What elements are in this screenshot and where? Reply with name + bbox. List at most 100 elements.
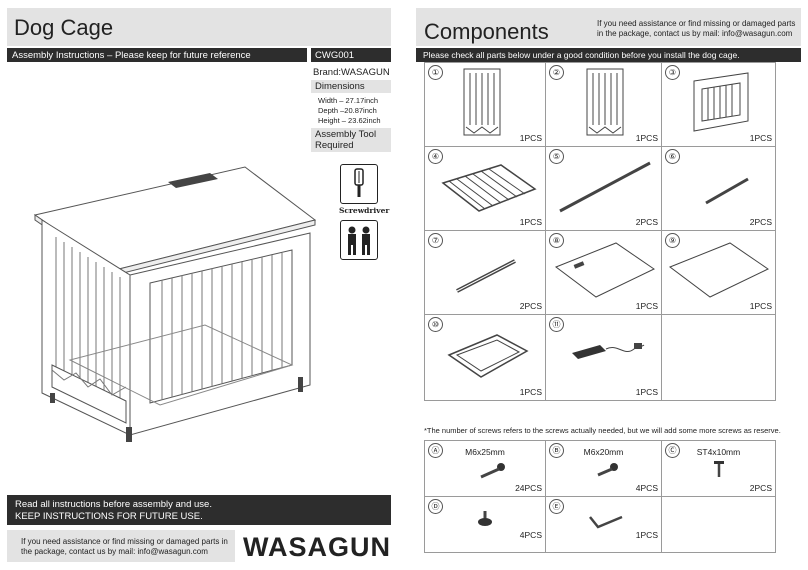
right-title-bar: Components If you need assistance or fin… <box>416 8 801 46</box>
power-strip-icon <box>572 343 645 359</box>
screw-name: ST4x10mm <box>696 447 741 457</box>
back-panel-icon <box>693 72 749 132</box>
part-cell: ④ 1PCS <box>425 147 546 231</box>
part-number: ① <box>428 65 443 80</box>
part-cell: ③ 1PCS <box>662 63 776 147</box>
allen-key-icon <box>589 515 623 529</box>
screw-small-icon <box>714 461 724 477</box>
screw-letter: Ⓑ <box>549 443 564 458</box>
part-qty: 2PCS <box>749 217 772 227</box>
notice-line-2: KEEP INSTRUCTIONS FOR FUTURE USE. <box>15 511 203 522</box>
left-assist-text: If you need assistance or find missing o… <box>21 537 228 556</box>
part-number: ③ <box>665 65 680 80</box>
screwdriver-box <box>340 164 378 204</box>
check-parts-bar: Please check all parts below under a goo… <box>416 48 801 62</box>
left-assist-box: If you need assistance or find missing o… <box>7 530 235 562</box>
dimensions-header: Dimensions <box>311 80 391 93</box>
side-panel-right-icon <box>586 68 624 136</box>
side-panel-left-icon <box>463 68 501 136</box>
screw-qty: 1PCS <box>635 530 658 540</box>
parts-grid: ① 1PCS ② 1PCS ③ 1PCS ④ 1PCS <box>424 62 776 401</box>
part-number: ⑨ <box>665 233 680 248</box>
screwdriver-label: Screwdriver <box>339 206 390 215</box>
screw-letter: Ⓐ <box>428 443 443 458</box>
part-qty: 1PCS <box>749 301 772 311</box>
part-qty: 1PCS <box>749 133 772 143</box>
page-title: Dog Cage <box>14 15 114 40</box>
screw-cell: Ⓔ 1PCS <box>546 497 662 553</box>
tray-icon <box>447 334 529 378</box>
screw-letter: Ⓓ <box>428 499 443 514</box>
part-number: ⑦ <box>428 233 443 248</box>
part-number: ⑤ <box>549 149 564 164</box>
part-number: ⑥ <box>665 149 680 164</box>
screw-long-icon <box>480 463 505 479</box>
part-number: ④ <box>428 149 443 164</box>
tool-header-text: Assembly Tool Required <box>315 129 377 151</box>
brand-logo: WASAGUN <box>243 532 391 562</box>
part-number: ⑪ <box>549 317 564 332</box>
bar-icon <box>456 259 516 293</box>
part-cell: ⑪ 1PCS <box>546 315 662 401</box>
screw-letter: Ⓔ <box>549 499 564 514</box>
empty-cell <box>662 497 776 553</box>
part-cell: ① 1PCS <box>425 63 546 147</box>
part-cell: ⑧ 1PCS <box>546 231 662 315</box>
dimension-height: Height – 23.62inch <box>318 116 381 125</box>
long-rod-icon <box>559 161 651 213</box>
tool-header: Assembly Tool Required <box>311 128 391 152</box>
part-qty: 2PCS <box>519 301 542 311</box>
part-cell: ⑤ 2PCS <box>546 147 662 231</box>
part-qty: 1PCS <box>519 387 542 397</box>
screw-qty: 24PCS <box>515 483 542 493</box>
left-title-bar: Dog Cage <box>7 8 391 46</box>
dimension-depth: Depth –20.87inch <box>318 106 377 115</box>
right-assist-text: If you need assistance or find missing o… <box>597 19 796 38</box>
screw-cell: Ⓓ 4PCS <box>425 497 546 553</box>
part-qty: 2PCS <box>635 217 658 227</box>
empty-cell <box>662 315 776 401</box>
part-qty: 1PCS <box>635 301 658 311</box>
model-number: CWG001 <box>315 50 355 61</box>
part-number: ② <box>549 65 564 80</box>
screw-name: M6x25mm <box>465 447 505 457</box>
screwdriver-icon <box>354 168 364 197</box>
dog-cage-illustration <box>33 166 317 442</box>
part-cell: ② 1PCS <box>546 63 662 147</box>
screw-cell: Ⓒ ST4x10mm 2PCS <box>662 441 776 497</box>
part-qty: 1PCS <box>519 133 542 143</box>
screw-medium-icon <box>597 463 618 477</box>
part-cell: ⑨ 1PCS <box>662 231 776 315</box>
notice-line-1: Read all instructions before assembly an… <box>15 499 212 510</box>
two-person-box <box>340 220 378 260</box>
model-bar: CWG001 <box>311 48 391 62</box>
part-cell: ⑦ 2PCS <box>425 231 546 315</box>
hardware-grid: Ⓐ M6x25mm 24PCS Ⓑ M6x20mm 4PCS Ⓒ ST4x10m… <box>424 440 776 553</box>
screw-name: M6x20mm <box>583 447 624 457</box>
dimension-width: Width – 27.17inch <box>318 96 379 105</box>
short-rod-icon <box>705 177 749 205</box>
leveling-foot-icon <box>478 511 492 526</box>
screw-qty: 2PCS <box>749 483 772 493</box>
components-title: Components <box>424 19 549 44</box>
check-parts-text: Please check all parts below under a goo… <box>423 50 740 60</box>
notice-bar: Read all instructions before assembly an… <box>7 495 391 525</box>
two-person-icon <box>348 226 370 255</box>
bottom-board-icon <box>668 242 769 298</box>
assembly-instructions-text: Assembly Instructions – Please keep for … <box>12 50 251 61</box>
dimensions-header-text: Dimensions <box>315 81 365 92</box>
part-cell: ⑩ 1PCS <box>425 315 546 401</box>
screw-qty: 4PCS <box>635 483 658 493</box>
wire-grid-icon <box>441 164 537 212</box>
assembly-instructions-bar: Assembly Instructions – Please keep for … <box>7 48 307 62</box>
screw-cell: Ⓑ M6x20mm 4PCS <box>546 441 662 497</box>
screw-qty: 4PCS <box>519 530 542 540</box>
screw-letter: Ⓒ <box>665 443 680 458</box>
part-cell: ⑥ 2PCS <box>662 147 776 231</box>
screw-cell: Ⓐ M6x25mm 24PCS <box>425 441 546 497</box>
screw-note: *The number of screws refers to the scre… <box>424 426 781 435</box>
part-number: ⑧ <box>549 233 564 248</box>
brand-label: Brand:WASAGUN <box>313 67 390 78</box>
part-qty: 1PCS <box>635 387 658 397</box>
part-qty: 1PCS <box>635 133 658 143</box>
